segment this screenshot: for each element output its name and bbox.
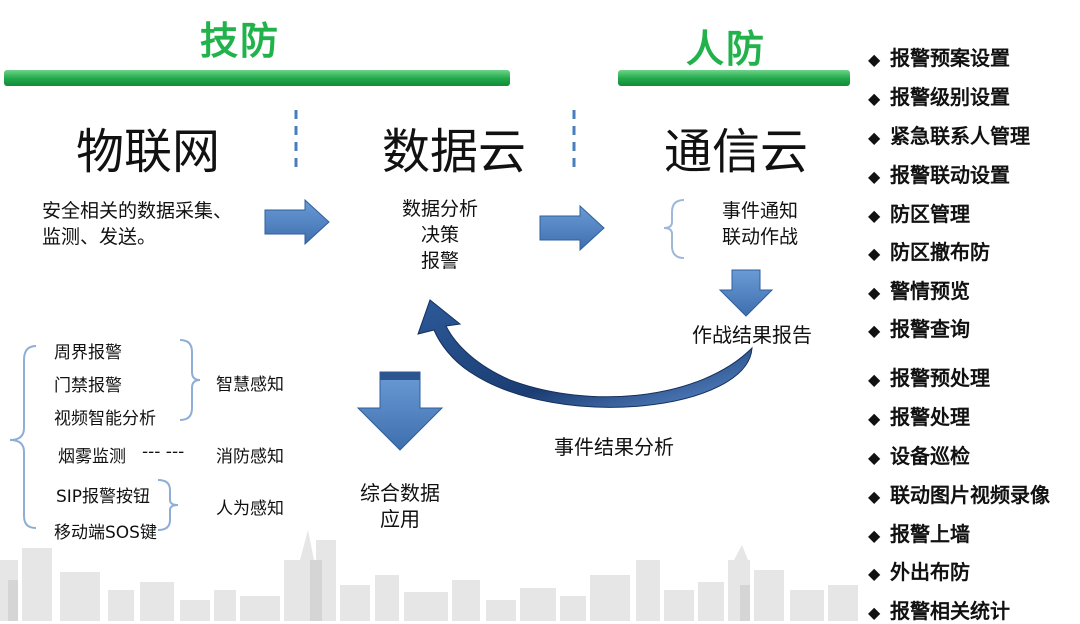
comm-cloud-desc-2: 联动作战 xyxy=(722,226,799,248)
diamond-bullet-icon: ◆ xyxy=(868,244,881,263)
diamond-bullet-icon: ◆ xyxy=(868,128,881,147)
arrow-right-icon xyxy=(264,198,330,246)
sensing-item: 视频智能分析 xyxy=(54,409,156,429)
bullet-item: ◆报警联动设置 xyxy=(868,163,1010,187)
arrow-down-big-icon xyxy=(356,371,444,451)
data-cloud-desc-1: 数据分析 xyxy=(401,198,478,220)
bullet-item: ◆报警级别设置 xyxy=(868,85,1010,109)
bullet-item: ◆报警预案设置 xyxy=(868,46,1010,70)
bullet-item: ◆报警预处理 xyxy=(868,366,990,390)
diamond-bullet-icon: ◆ xyxy=(868,321,881,340)
curved-feedback-arrow xyxy=(417,299,753,408)
diamond-bullet-icon: ◆ xyxy=(868,448,881,467)
bullet-item: ◆报警相关统计 xyxy=(868,599,1010,623)
diamond-bullet-icon: ◆ xyxy=(868,526,881,545)
human-header-bar xyxy=(618,70,850,86)
data-cloud-desc-3: 报警 xyxy=(420,250,459,272)
fire-sensing-label: 消防感知 xyxy=(216,447,284,467)
bullet-item: ◆联动图片视频录像 xyxy=(868,483,1050,507)
bullet-item: ◆防区管理 xyxy=(868,202,970,226)
sensing-item: 周界报警 xyxy=(54,343,122,363)
bullet-item: ◆设备巡检 xyxy=(868,444,970,468)
diamond-bullet-icon: ◆ xyxy=(868,89,881,108)
tech-header-bar xyxy=(4,70,510,86)
iot-desc-line-2: 监测、发送。 xyxy=(42,226,157,248)
diamond-bullet-icon: ◆ xyxy=(868,167,881,186)
diamond-bullet-icon: ◆ xyxy=(868,283,881,302)
smart-sensing-label: 智慧感知 xyxy=(216,375,284,395)
comm-cloud-title: 通信云 xyxy=(664,124,809,180)
combat-report-label: 作战结果报告 xyxy=(692,323,812,347)
bullet-item: ◆警情预览 xyxy=(868,279,970,303)
comm-cloud-desc-1: 事件通知 xyxy=(722,200,799,222)
human-header-title: 人防 xyxy=(686,27,767,71)
diamond-bullet-icon: ◆ xyxy=(868,206,881,225)
data-cloud-desc-2: 决策 xyxy=(420,224,459,246)
sensing-item: 移动端SOS键 xyxy=(54,523,157,543)
bullet-item: ◆报警上墙 xyxy=(868,522,970,546)
brace-outer-left xyxy=(9,345,37,529)
sensing-item: SIP报警按钮 xyxy=(56,487,151,507)
bullet-item: ◆报警查询 xyxy=(868,317,970,341)
iot-desc-line-1: 安全相关的数据采集、 xyxy=(42,200,233,222)
diamond-bullet-icon: ◆ xyxy=(868,50,881,69)
integrated-app-line-1: 综合数据 xyxy=(360,481,440,505)
bullet-item: ◆紧急联系人管理 xyxy=(868,124,1030,148)
arrow-right-icon xyxy=(539,204,605,252)
diamond-bullet-icon: ◆ xyxy=(868,603,881,622)
integrated-app-line-2: 应用 xyxy=(380,507,420,531)
bullet-item: ◆外出布防 xyxy=(868,560,970,584)
diamond-bullet-icon: ◆ xyxy=(868,370,881,389)
diamond-bullet-icon: ◆ xyxy=(868,564,881,583)
arrow-down-icon xyxy=(718,269,774,317)
diamond-bullet-icon: ◆ xyxy=(868,409,881,428)
bullet-item: ◆报警处理 xyxy=(868,405,970,429)
sensing-item: 烟雾监测 xyxy=(58,447,126,467)
brace-smart xyxy=(179,339,201,421)
sensing-item: 门禁报警 xyxy=(54,376,122,396)
human-sensing-label: 人为感知 xyxy=(216,499,284,519)
brace-human xyxy=(157,479,179,531)
iot-title: 物联网 xyxy=(76,124,221,180)
fire-dash-connector: --- --- xyxy=(142,442,185,462)
event-analysis-label: 事件结果分析 xyxy=(554,435,674,459)
diamond-bullet-icon: ◆ xyxy=(868,487,881,506)
brace-comm xyxy=(663,199,685,259)
bullet-item: ◆防区撤布防 xyxy=(868,240,990,264)
data-cloud-title: 数据云 xyxy=(382,124,527,180)
tech-header-title: 技防 xyxy=(200,19,281,63)
